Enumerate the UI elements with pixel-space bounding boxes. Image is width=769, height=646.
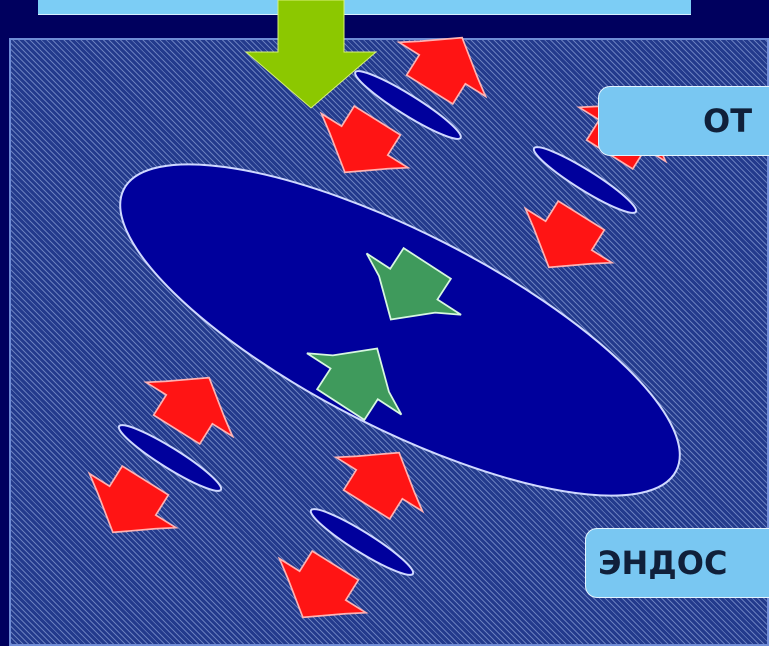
label-top: ОТ	[598, 86, 769, 156]
label-top-text: ОТ	[703, 102, 752, 140]
receptor-group-bottom-left	[70, 351, 253, 560]
down-arrow-icon	[246, 0, 376, 108]
label-bottom: ЭНДОС	[585, 528, 769, 598]
label-bottom-text: ЭНДОС	[598, 544, 727, 582]
receptor-group-bottom-middle	[260, 426, 443, 645]
